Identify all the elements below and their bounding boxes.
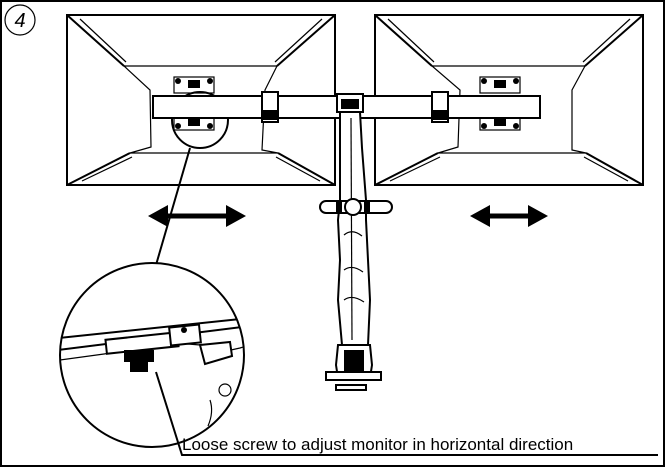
step-number: 4 — [14, 10, 25, 32]
detail-leader-line — [155, 147, 191, 266]
crossbar — [152, 91, 541, 123]
caption-leader-line — [155, 371, 658, 456]
left-horizontal-arrow — [148, 205, 246, 227]
step-badge: 4 — [4, 4, 36, 36]
right-monitor — [374, 14, 644, 186]
pole-arm — [319, 111, 393, 391]
detail-magnified-view — [59, 262, 245, 448]
left-detail-circle — [171, 91, 229, 149]
caption-text: Loose screw to adjust monitor in horizon… — [182, 435, 573, 454]
right-horizontal-arrow — [470, 205, 548, 227]
right-vesa-plate — [479, 76, 521, 131]
